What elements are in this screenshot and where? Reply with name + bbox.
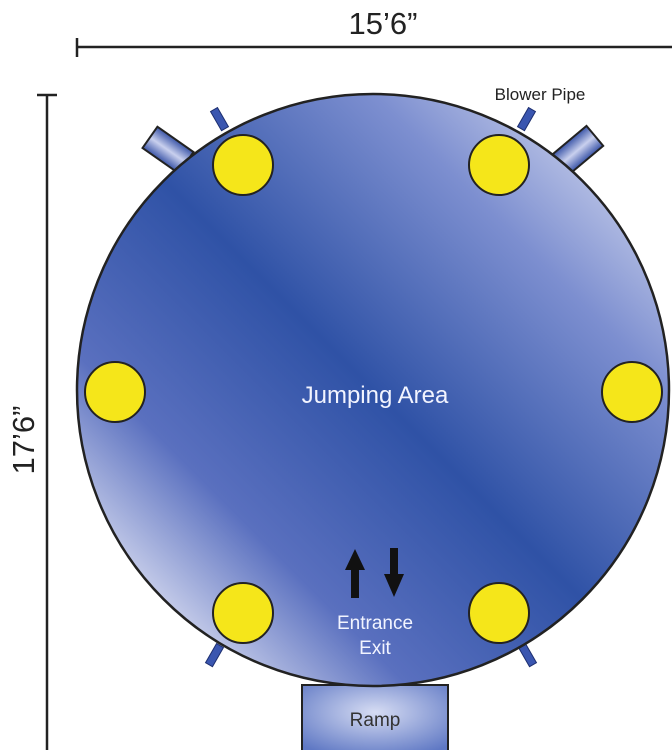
- entrance-label: Entrance: [337, 613, 413, 634]
- corner-post: [212, 134, 274, 196]
- anchor-tab: [204, 642, 225, 668]
- corner-post: [601, 361, 663, 423]
- corner-post: [84, 361, 146, 423]
- corner-post: [468, 134, 530, 196]
- exit-label: Exit: [359, 638, 391, 659]
- width-dimension: 15’6”: [75, 6, 672, 57]
- width-label: 15’6”: [349, 6, 418, 41]
- corner-post: [212, 582, 274, 644]
- corner-post: [468, 582, 530, 644]
- ramp: Ramp: [301, 684, 449, 750]
- ramp-label: Ramp: [350, 710, 401, 731]
- anchor-tab: [516, 106, 537, 132]
- exit-down-arrow-icon: [384, 548, 404, 597]
- height-label: 17’6”: [6, 406, 41, 475]
- jumping-area-label: Jumping Area: [302, 382, 449, 409]
- height-dimension: 17’6”: [6, 93, 57, 750]
- blower-pipe-label: Blower Pipe: [495, 85, 586, 104]
- anchor-tab: [209, 106, 230, 132]
- jumping-area: [75, 92, 671, 688]
- entrance-up-arrow-icon: [345, 549, 365, 598]
